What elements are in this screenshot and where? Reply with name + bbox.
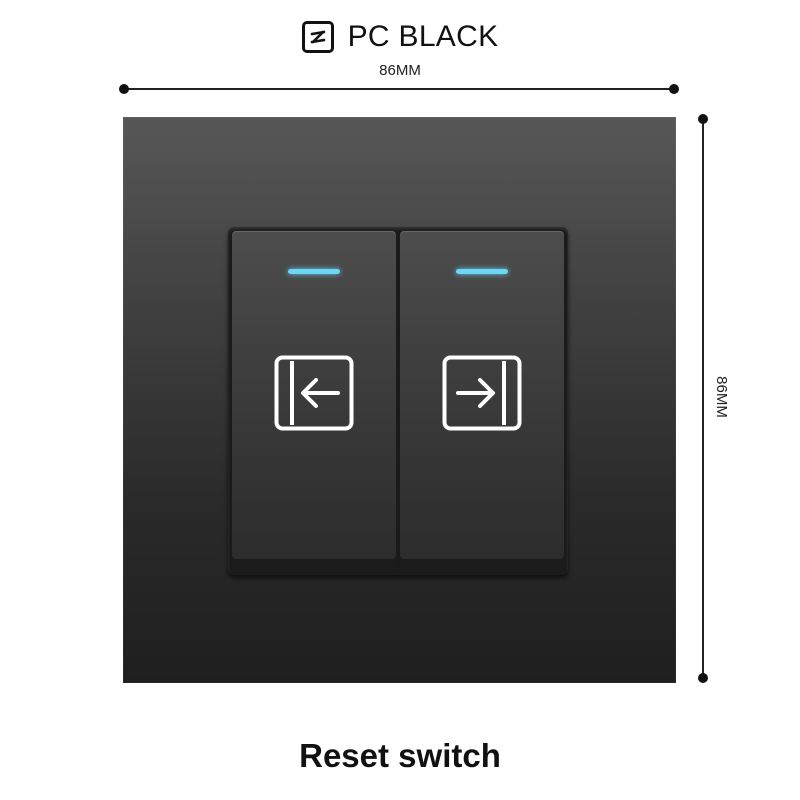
height-dimension-line: [702, 118, 704, 678]
left-indicator-light: [288, 269, 340, 274]
product-title: PC BLACK: [347, 20, 499, 53]
product-caption: Reset switch: [299, 737, 501, 774]
height-label: 86MM: [713, 376, 730, 418]
brand-logo-icon: [301, 21, 334, 53]
width-dimension-start-dot: [119, 84, 129, 94]
header: PC BLACK: [0, 14, 800, 60]
height-dimension-end-dot: [698, 673, 708, 683]
height-dimension-start-dot: [698, 114, 708, 124]
arrow-left-icon: [274, 355, 354, 431]
width-dimension-line: [124, 88, 674, 90]
right-indicator-light: [456, 269, 508, 274]
left-rocker-button[interactable]: [232, 231, 396, 571]
right-rocker-button[interactable]: [400, 231, 564, 571]
width-dimension-end-dot: [669, 84, 679, 94]
arrow-right-icon: [442, 355, 522, 431]
width-label: 86MM: [379, 62, 421, 79]
